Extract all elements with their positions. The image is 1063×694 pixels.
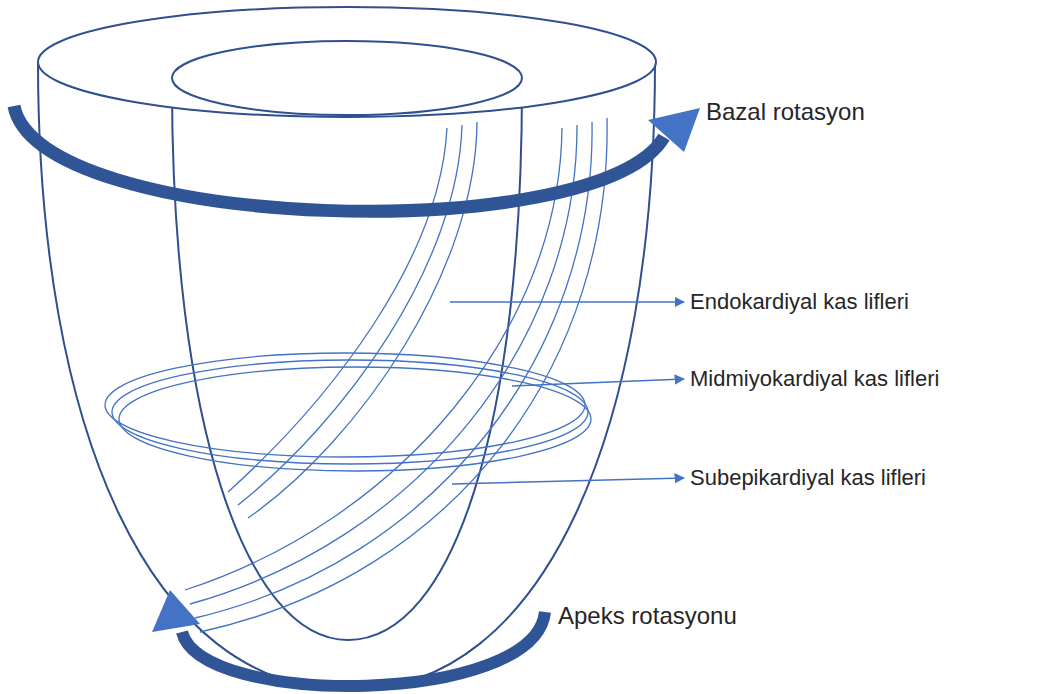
rotation-label: Apeks rotasyonu — [558, 602, 737, 631]
rotation-label: Bazal rotasyon — [706, 98, 865, 127]
base-outer-ring — [38, 7, 656, 117]
fiber-label: Subepikardiyal kas lifleri — [690, 465, 926, 491]
outer-wall — [38, 62, 655, 690]
heart-outline — [38, 7, 656, 690]
basal-rotation-arrow — [14, 106, 700, 211]
apex-rotation-arrow — [152, 590, 545, 686]
fiber-label: Midmiyokardiyal kas lifleri — [690, 366, 939, 392]
base-inner-ring — [172, 41, 522, 115]
leader-lines — [450, 302, 684, 484]
fiber-label: Endokardiyal kas lifleri — [690, 289, 909, 315]
endocardial-fibers — [228, 122, 477, 518]
midmyocardial-rings — [105, 353, 591, 471]
